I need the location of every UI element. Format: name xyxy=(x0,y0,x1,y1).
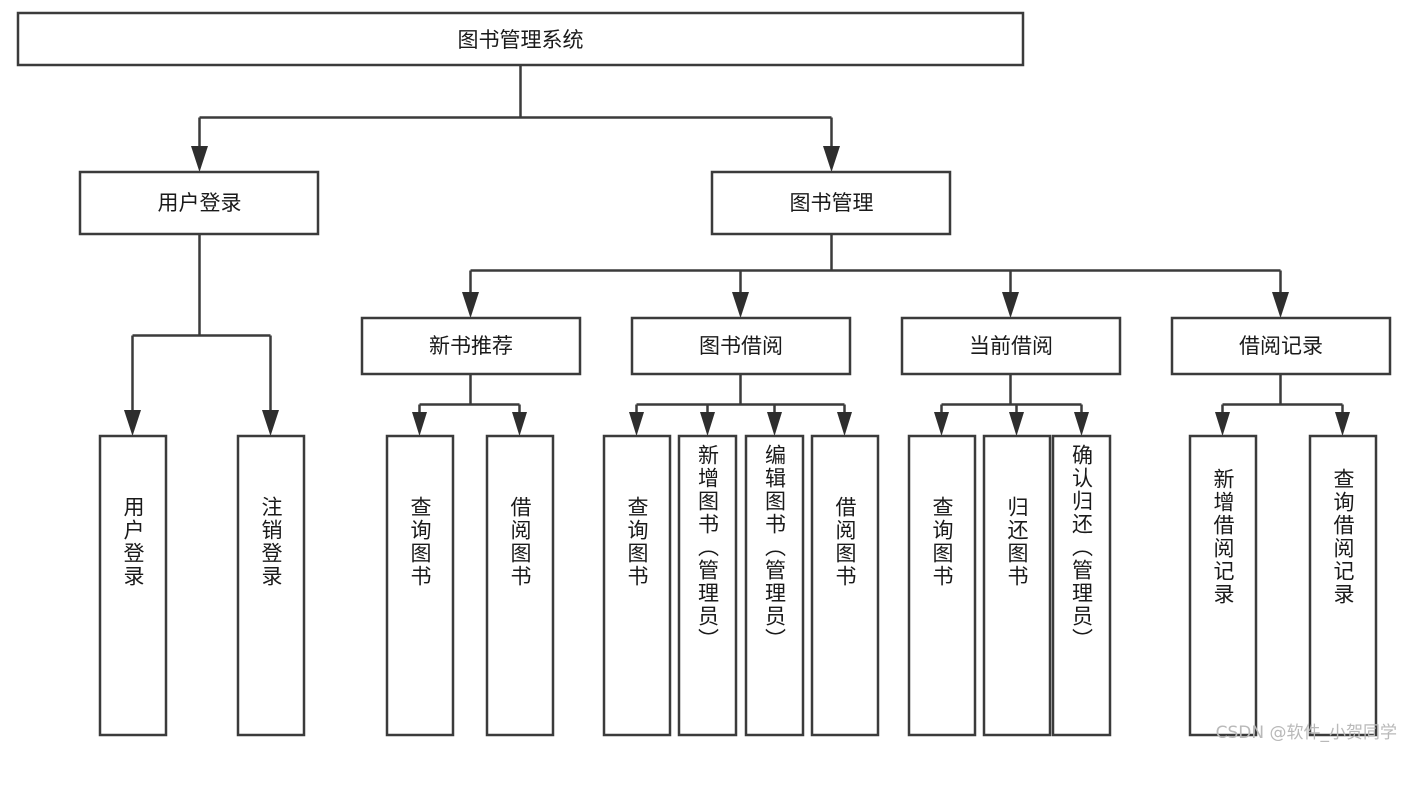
node-box-root[interactable] xyxy=(16,11,1025,67)
node-box-user-login[interactable] xyxy=(78,170,320,236)
node-box-edit-book[interactable] xyxy=(744,434,805,737)
node-box-current-borrow[interactable] xyxy=(900,316,1122,376)
node-box-q-book-2[interactable] xyxy=(602,434,672,737)
watermark-text: CSDN @软件_小贺同学 xyxy=(1215,723,1397,743)
node-label-borrow-record: 借阅记录 xyxy=(1239,334,1323,358)
node-label-new-book-rec: 新书推荐 xyxy=(429,334,513,358)
diagram-canvas: 图书管理系统 用户登录 图书管理 新书推荐 图书借阅 当前借阅 借阅记录 xyxy=(16,11,1397,743)
node-box-q-book-1[interactable] xyxy=(385,434,455,737)
arrow-head-icon xyxy=(412,412,427,436)
arrow-head-icon xyxy=(1009,412,1024,436)
node-box-query-record[interactable] xyxy=(1308,434,1378,737)
arrow-head-icon xyxy=(1215,412,1230,436)
arrow-head-icon xyxy=(462,292,479,318)
arrow-head-icon xyxy=(767,412,782,436)
arrow-head-icon xyxy=(732,292,749,318)
arrow-head-icon xyxy=(837,412,852,436)
arrow-head-icon xyxy=(700,412,715,436)
node-layer: 图书管理系统 用户登录 图书管理 新书推荐 图书借阅 当前借阅 借阅记录 xyxy=(16,11,1392,737)
node-box-add-book[interactable] xyxy=(677,434,738,737)
node-box-user-login-do[interactable] xyxy=(98,434,168,737)
node-box-b-book-2[interactable] xyxy=(810,434,880,737)
arrow-head-icon xyxy=(1002,292,1019,318)
arrow-head-icon xyxy=(191,146,208,172)
arrow-head-icon xyxy=(1335,412,1350,436)
arrow-head-icon xyxy=(512,412,527,436)
node-label-current-borrow: 当前借阅 xyxy=(969,334,1053,358)
tree-diagram-svg: 图书管理系统 用户登录 图书管理 新书推荐 图书借阅 当前借阅 借阅记录 xyxy=(16,11,1392,737)
node-label-book-manage: 图书管理 xyxy=(790,191,874,215)
arrow-head-icon xyxy=(823,146,840,172)
arrowhead-layer xyxy=(124,146,1350,436)
node-box-b-book-1[interactable] xyxy=(485,434,555,737)
node-box-borrow-record[interactable] xyxy=(1170,316,1392,376)
node-label-root: 图书管理系统 xyxy=(458,28,584,52)
node-box-q-book-3[interactable] xyxy=(907,434,977,737)
node-box-confirm-return[interactable] xyxy=(1051,434,1112,737)
node-box-return-book[interactable] xyxy=(982,434,1052,737)
arrow-head-icon xyxy=(934,412,949,436)
arrow-head-icon xyxy=(262,410,279,436)
arrow-head-icon xyxy=(1272,292,1289,318)
node-label-user-login: 用户登录 xyxy=(158,191,242,215)
arrow-head-icon xyxy=(1074,412,1089,436)
arrow-head-icon xyxy=(629,412,644,436)
connector-layer xyxy=(131,65,1344,412)
node-box-book-borrow[interactable] xyxy=(630,316,852,376)
node-label-book-borrow: 图书借阅 xyxy=(699,334,783,358)
node-box-add-record[interactable] xyxy=(1188,434,1258,737)
node-box-user-logout[interactable] xyxy=(236,434,306,737)
node-box-new-book-rec[interactable] xyxy=(360,316,582,376)
arrow-head-icon xyxy=(124,410,141,436)
node-box-book-manage[interactable] xyxy=(710,170,952,236)
